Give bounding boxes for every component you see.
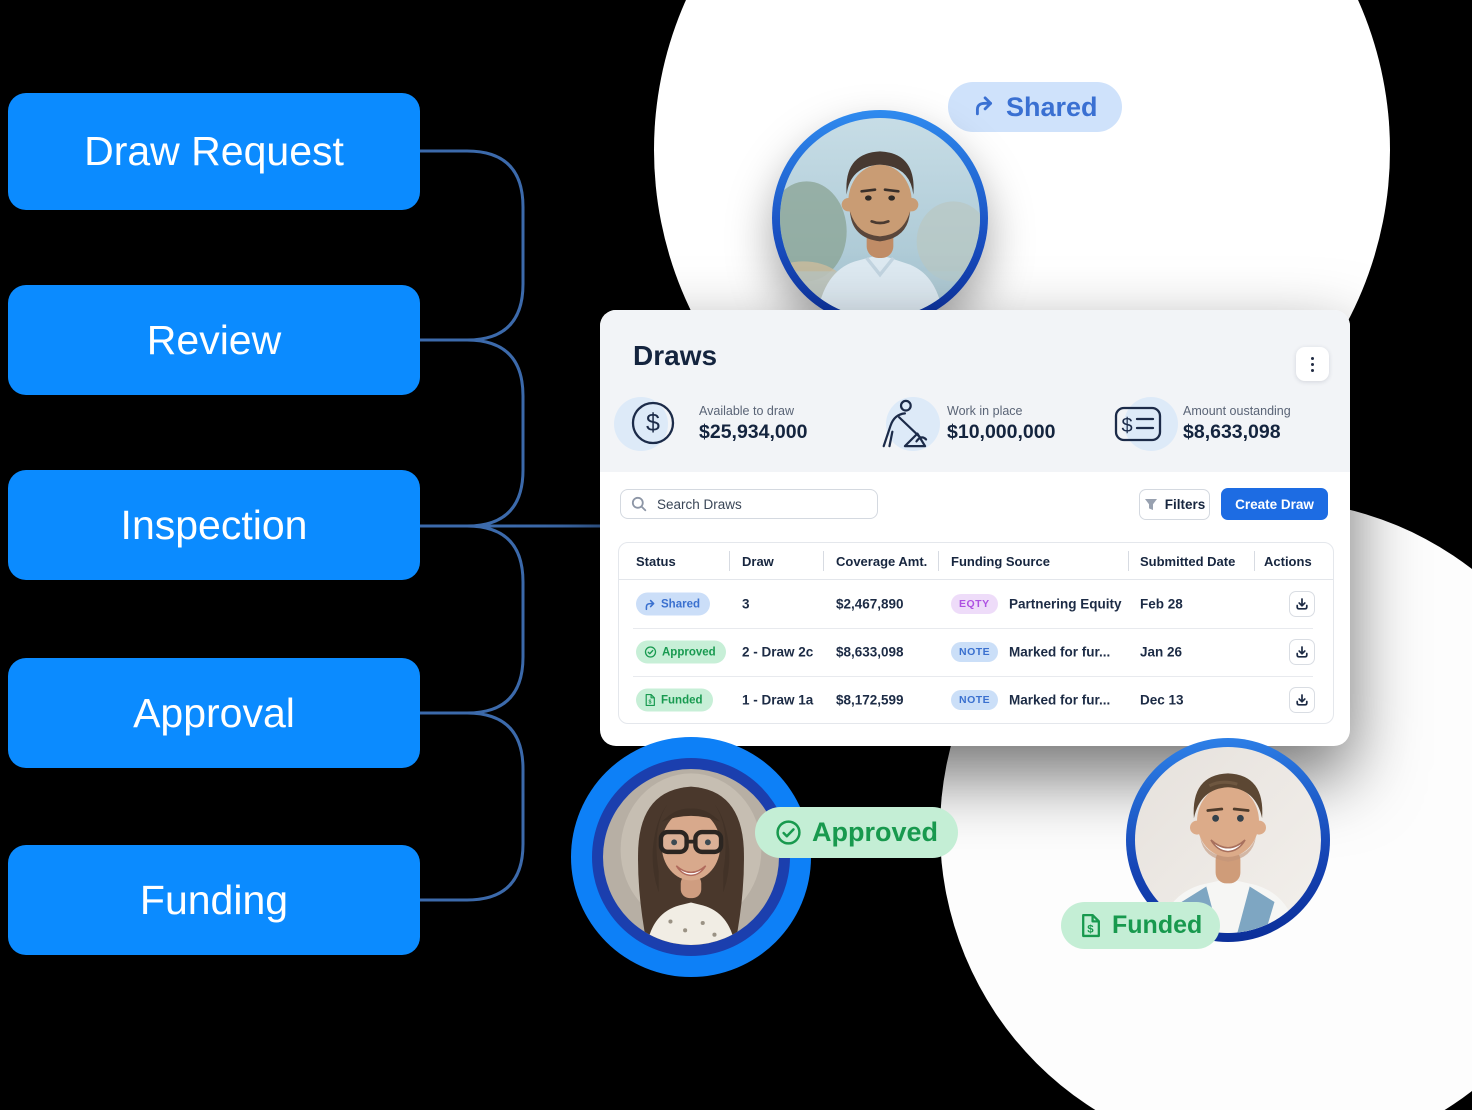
flow-step-draw-request[interactable]: Draw Request [8, 93, 420, 210]
avatar-photo-man-beard [780, 118, 980, 318]
stat-label: Available to draw [699, 404, 794, 418]
funded-document-icon: $ [645, 693, 655, 707]
approved-badge-label: Approved [812, 817, 939, 847]
draws-table: Status Draw Coverage Amt. Funding Source… [618, 542, 1334, 724]
invoice-icon: $ [1110, 396, 1178, 452]
header-divider [729, 551, 730, 571]
funding-source-cell: Partnering Equity [1009, 596, 1122, 612]
header-divider [1128, 551, 1129, 571]
filters-label: Filters [1164, 497, 1206, 512]
shared-badge: Shared [948, 82, 1122, 132]
table-row: Shared 3 $2,467,890 EQTY Partnering Equi… [619, 580, 1333, 628]
kebab-menu-button[interactable] [1296, 347, 1329, 381]
download-icon [1296, 598, 1308, 610]
download-icon [1296, 646, 1308, 658]
download-button[interactable] [1289, 639, 1315, 665]
download-button[interactable] [1289, 591, 1315, 617]
funding-tag-eqty: EQTY [951, 594, 998, 614]
stat-label: Work in place [947, 404, 1023, 418]
filters-button[interactable]: Filters [1139, 489, 1210, 520]
column-header-actions: Actions [1264, 553, 1312, 569]
approved-badge: Approved [755, 807, 959, 858]
avatar-photo-woman-glasses [603, 769, 779, 945]
svg-text:$: $ [646, 409, 660, 437]
check-circle-icon [644, 646, 657, 658]
submitted-date-cell: Feb 28 [1140, 596, 1183, 612]
status-badge-approved: Approved [636, 640, 726, 664]
funded-badge-label: Funded [1112, 911, 1203, 939]
table-row: Approved 2 - Draw 2c $8,633,098 NOTE Mar… [619, 628, 1333, 676]
draw-cell: 2 - Draw 2c [742, 644, 814, 660]
submitted-date-cell: Dec 13 [1140, 692, 1184, 708]
column-header-funding-source: Funding Source [951, 553, 1050, 569]
kebab-dot [1311, 356, 1314, 360]
funded-document-icon: $ [1079, 913, 1102, 938]
draws-card: Draws $ Available to draw $25,934,000 [600, 310, 1350, 746]
funding-source-cell: Marked for fur... [1009, 692, 1111, 708]
check-circle-icon [775, 819, 802, 846]
submitted-date-cell: Jan 26 [1140, 644, 1183, 660]
row-divider [633, 676, 1313, 677]
avatar-shared-user [772, 110, 988, 326]
avatar-approved-user [571, 737, 811, 977]
coverage-cell: $8,633,098 [836, 644, 904, 660]
row-divider [633, 628, 1313, 629]
stat-label: Amount oustanding [1183, 404, 1291, 418]
draw-cell: 3 [742, 596, 750, 612]
search-draws-field[interactable] [620, 489, 878, 519]
shared-badge-label: Shared [1006, 91, 1098, 122]
avatar-inner-ring [592, 758, 790, 956]
draw-cell: 1 - Draw 1a [742, 692, 814, 708]
status-badge-funded: $ Funded [636, 688, 713, 712]
funding-tag-note: NOTE [951, 690, 999, 710]
funded-badge: $ Funded [1061, 902, 1221, 949]
svg-text:$: $ [1121, 415, 1132, 437]
worker-icon [874, 396, 940, 452]
flow-step-review[interactable]: Review [8, 285, 420, 395]
column-header-submitted-date: Submitted Date [1140, 553, 1236, 569]
funding-source-cell: Marked for fur... [1009, 644, 1111, 660]
funnel-icon [1144, 498, 1158, 511]
status-badge-shared: Shared [636, 592, 710, 616]
stat-value: $8,633,098 [1183, 421, 1281, 443]
flow-step-funding[interactable]: Funding [8, 845, 420, 955]
kebab-dot [1311, 368, 1314, 372]
funding-tag-note: NOTE [951, 642, 999, 662]
card-header [600, 310, 1350, 472]
create-draw-label: Create Draw [1235, 496, 1314, 512]
stat-available-to-draw: $ Available to draw $25,934,000 [614, 396, 808, 452]
column-header-draw: Draw [742, 553, 774, 569]
header-divider [938, 551, 939, 571]
page-title: Draws [633, 340, 718, 371]
create-draw-button[interactable]: Create Draw [1221, 488, 1328, 520]
search-icon [631, 496, 647, 512]
column-header-status: Status [636, 553, 676, 569]
share-arrow-icon [645, 599, 655, 610]
svg-text:$: $ [648, 699, 651, 705]
coin-icon: $ [614, 396, 682, 452]
header-divider [823, 551, 824, 571]
header-divider [1254, 551, 1255, 571]
avatar-photo-man-smiling [1135, 747, 1321, 933]
share-arrow-icon [972, 92, 996, 123]
table-row: $ Funded 1 - Draw 1a $8,172,599 NOTE Mar… [619, 676, 1333, 724]
search-input[interactable] [655, 495, 867, 513]
coverage-cell: $2,467,890 [836, 596, 904, 612]
download-icon [1296, 694, 1308, 706]
header-underline [619, 579, 1333, 580]
column-header-coverage: Coverage Amt. [836, 553, 928, 569]
avatar-funded-user [1126, 738, 1330, 942]
stat-value: $25,934,000 [699, 421, 808, 443]
flow-step-approval[interactable]: Approval [8, 658, 420, 768]
download-button[interactable] [1289, 687, 1315, 713]
coverage-cell: $8,172,599 [836, 692, 904, 708]
kebab-dot [1311, 362, 1314, 366]
stat-amount-outstanding: $ Amount oustanding $8,633,098 [1110, 396, 1291, 452]
stat-value: $10,000,000 [947, 421, 1056, 443]
svg-text:$: $ [1087, 923, 1094, 935]
stat-work-in-place: Work in place $10,000,000 [874, 396, 1055, 452]
flow-step-inspection[interactable]: Inspection [8, 470, 420, 580]
